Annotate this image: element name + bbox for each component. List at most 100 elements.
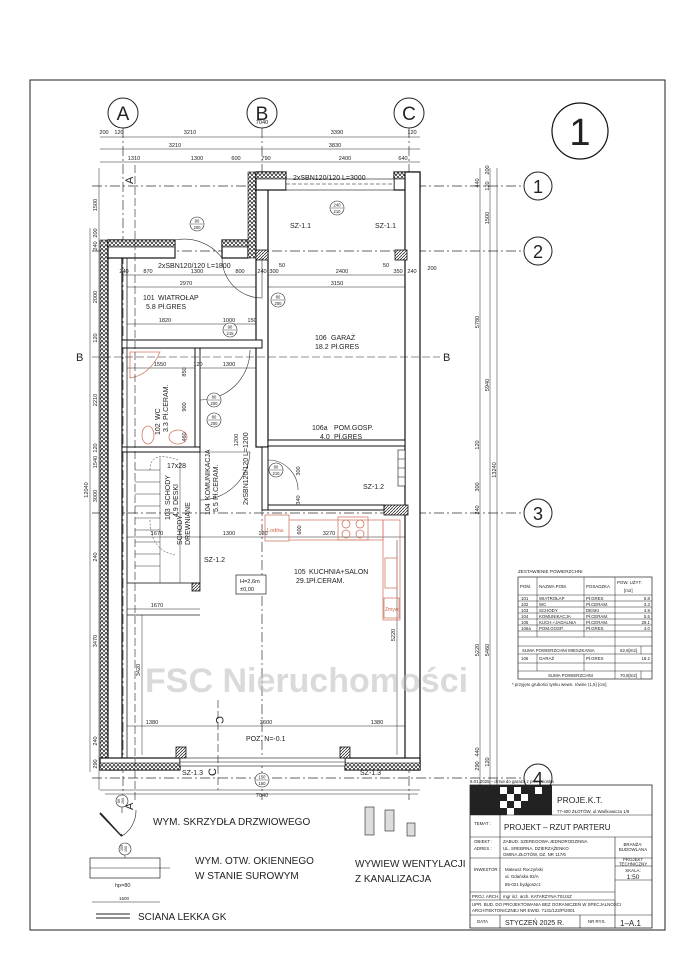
svg-text:ZESTAWIENIE POWIERZCHNI: ZESTAWIENIE POWIERZCHNI [518,569,583,574]
svg-text:105: 105 [294,569,306,576]
svg-text:KUCHNIA+SALON: KUCHNIA+SALON [309,569,368,576]
dimension-label: 120 [258,531,267,537]
dimension-label: 440 [475,178,481,187]
dimension-label: 800 [235,269,244,275]
dimension-label: 200 [99,130,108,136]
svg-text:4: 4 [533,769,543,789]
svg-text:PROJEKT: PROJEKT [623,857,644,862]
sz-label-4: SZ-1.2 [204,557,225,564]
area-table-cell: 106a [521,626,531,631]
dimension-label: 2400 [336,269,348,275]
svg-text:BUDOWLANA: BUDOWLANA [619,847,647,852]
svg-text:3.3: 3.3 [163,422,170,432]
dimension-label: 5460 [485,644,491,656]
svg-text:Pł.GRES: Pł.GRES [158,304,186,311]
dimension-label: 290 [93,759,99,768]
svg-text:A: A [124,176,136,184]
dimension-label: 120 [93,443,99,452]
svg-text:hp=80: hp=80 [115,883,130,889]
dimension-label: 1380 [146,720,158,726]
svg-text:GARAŻ: GARAŻ [331,333,356,342]
dimension-label: 200 [93,228,99,237]
stairs-steps: 17x28 [167,463,186,470]
area-table-cell: KUCH.+JADALNIA [539,620,576,625]
svg-text:B: B [76,352,83,364]
dimension-label: 350 [393,269,402,275]
dimension-label: 290 [475,761,481,770]
svg-text:4.0: 4.0 [320,434,330,441]
area-table-cell: 29.1 [641,620,650,625]
svg-text:GMINA ZŁOTÓW, DZ. NR 117/6: GMINA ZŁOTÓW, DZ. NR 117/6 [503,852,566,857]
svg-text:106: 106 [315,335,327,342]
svg-text:ul. Gdańska 92/A: ul. Gdańska 92/A [505,874,539,879]
door-tag-width: 80 [274,465,279,470]
svg-text:6.01.2025 – drzwi do garażu z: 6.01.2025 – drzwi do garażu z przedsionk… [470,779,554,784]
svg-text:POM.: POM. [520,584,531,589]
dimension-label: 3470 [93,635,99,647]
dimension-label: 870 [143,269,152,275]
svg-text:* przyjęto grubości tynku wewn: * przyjęto grubości tynku wewn. równe (1… [512,682,606,687]
svg-text:OBIEKT :: OBIEKT : [474,839,492,844]
svg-text:WIATROŁAP: WIATROŁAP [158,295,199,302]
svg-text:GARAŻ: GARAŻ [539,656,554,661]
svg-text:1: 1 [569,112,590,154]
door-tag-width: 90 [228,325,233,330]
svg-text:NAZWA POM.: NAZWA POM. [539,584,567,589]
dimension-label: 2970 [180,281,192,287]
dimension-lines [89,136,498,791]
dimension-label: 3210 [169,143,181,149]
svg-text:H=2,6m: H=2,6m [240,579,260,585]
dimension-label: 5220 [391,629,397,641]
dimension-label: 240 [93,241,99,250]
door-tag-height: 200 [275,301,283,306]
svg-text:WC: WC [155,408,162,420]
grid-axis-a: A [107,97,139,129]
dimension-label: 240 [93,552,99,561]
svg-text:1500: 1500 [119,896,130,901]
area-table-cell: 101 [521,596,529,601]
area-table-cell: 102 [521,602,529,607]
svg-text:SKALA:: SKALA: [625,868,640,873]
floor-level-label: POZ. N=-0.1 [246,736,286,743]
dimension-label: 120 [114,130,123,136]
dimension-label: 200 [485,165,491,174]
dimension-label: 640 [398,156,407,162]
dimension-label: 460 [182,432,188,441]
svg-text:70,8[m2]: 70,8[m2] [620,673,637,678]
dimension-label: 3000 [93,490,99,502]
dimension-label: 850 [182,367,188,376]
svg-text:[m2]: [m2] [624,588,633,593]
svg-text:ZABUD. SZEREGOWA JEDNORODZINNA: ZABUD. SZEREGOWA JEDNORODZINNA [503,839,588,844]
svg-text:A: A [124,802,136,810]
section-mark-c: C C [207,700,225,790]
dimension-label: 120 [485,757,491,766]
dimension-label: 300 [475,482,481,491]
dimension-label: 150 [247,318,256,324]
section-mark-a: A A [124,165,136,810]
area-table-cell: 104 [521,614,529,619]
grid-axis-1: 1 [523,171,553,201]
dimension-label: 3600 [260,720,272,726]
door-tag-height: 200 [211,401,219,406]
lintel-corridor-label: 2xSBN120/120 L=1200 [243,432,250,505]
sz-label-5: SZ-1.3 [182,770,203,777]
interior-walls [121,258,406,758]
dimension-label: 1000 [223,318,235,324]
svg-text:mgr inż. arch. KATARZYNA TEUSZ: mgr inż. arch. KATARZYNA TEUSZ [503,894,572,899]
door-tag-height: 200 [194,225,202,230]
svg-text:Mateusz Roczyński: Mateusz Roczyński [505,867,543,872]
legend-window-symbol: 150 150 hp=80 1500 [89,842,170,903]
dimension-label: 1380 [371,720,383,726]
dishwasher-label: Zmyw. [385,607,399,613]
door-tag-height: 210 [334,209,342,214]
svg-text:B: B [443,352,450,364]
grid-axis-3: 3 [523,498,553,528]
section-mark-b: B B [76,352,450,364]
legend: 80 200 WYM. SKRZYDŁA DRZWIOWEGO 150 150 … [89,793,466,923]
svg-text:WYWIEW WENTYLACJI: WYWIEW WENTYLACJI [355,859,466,870]
